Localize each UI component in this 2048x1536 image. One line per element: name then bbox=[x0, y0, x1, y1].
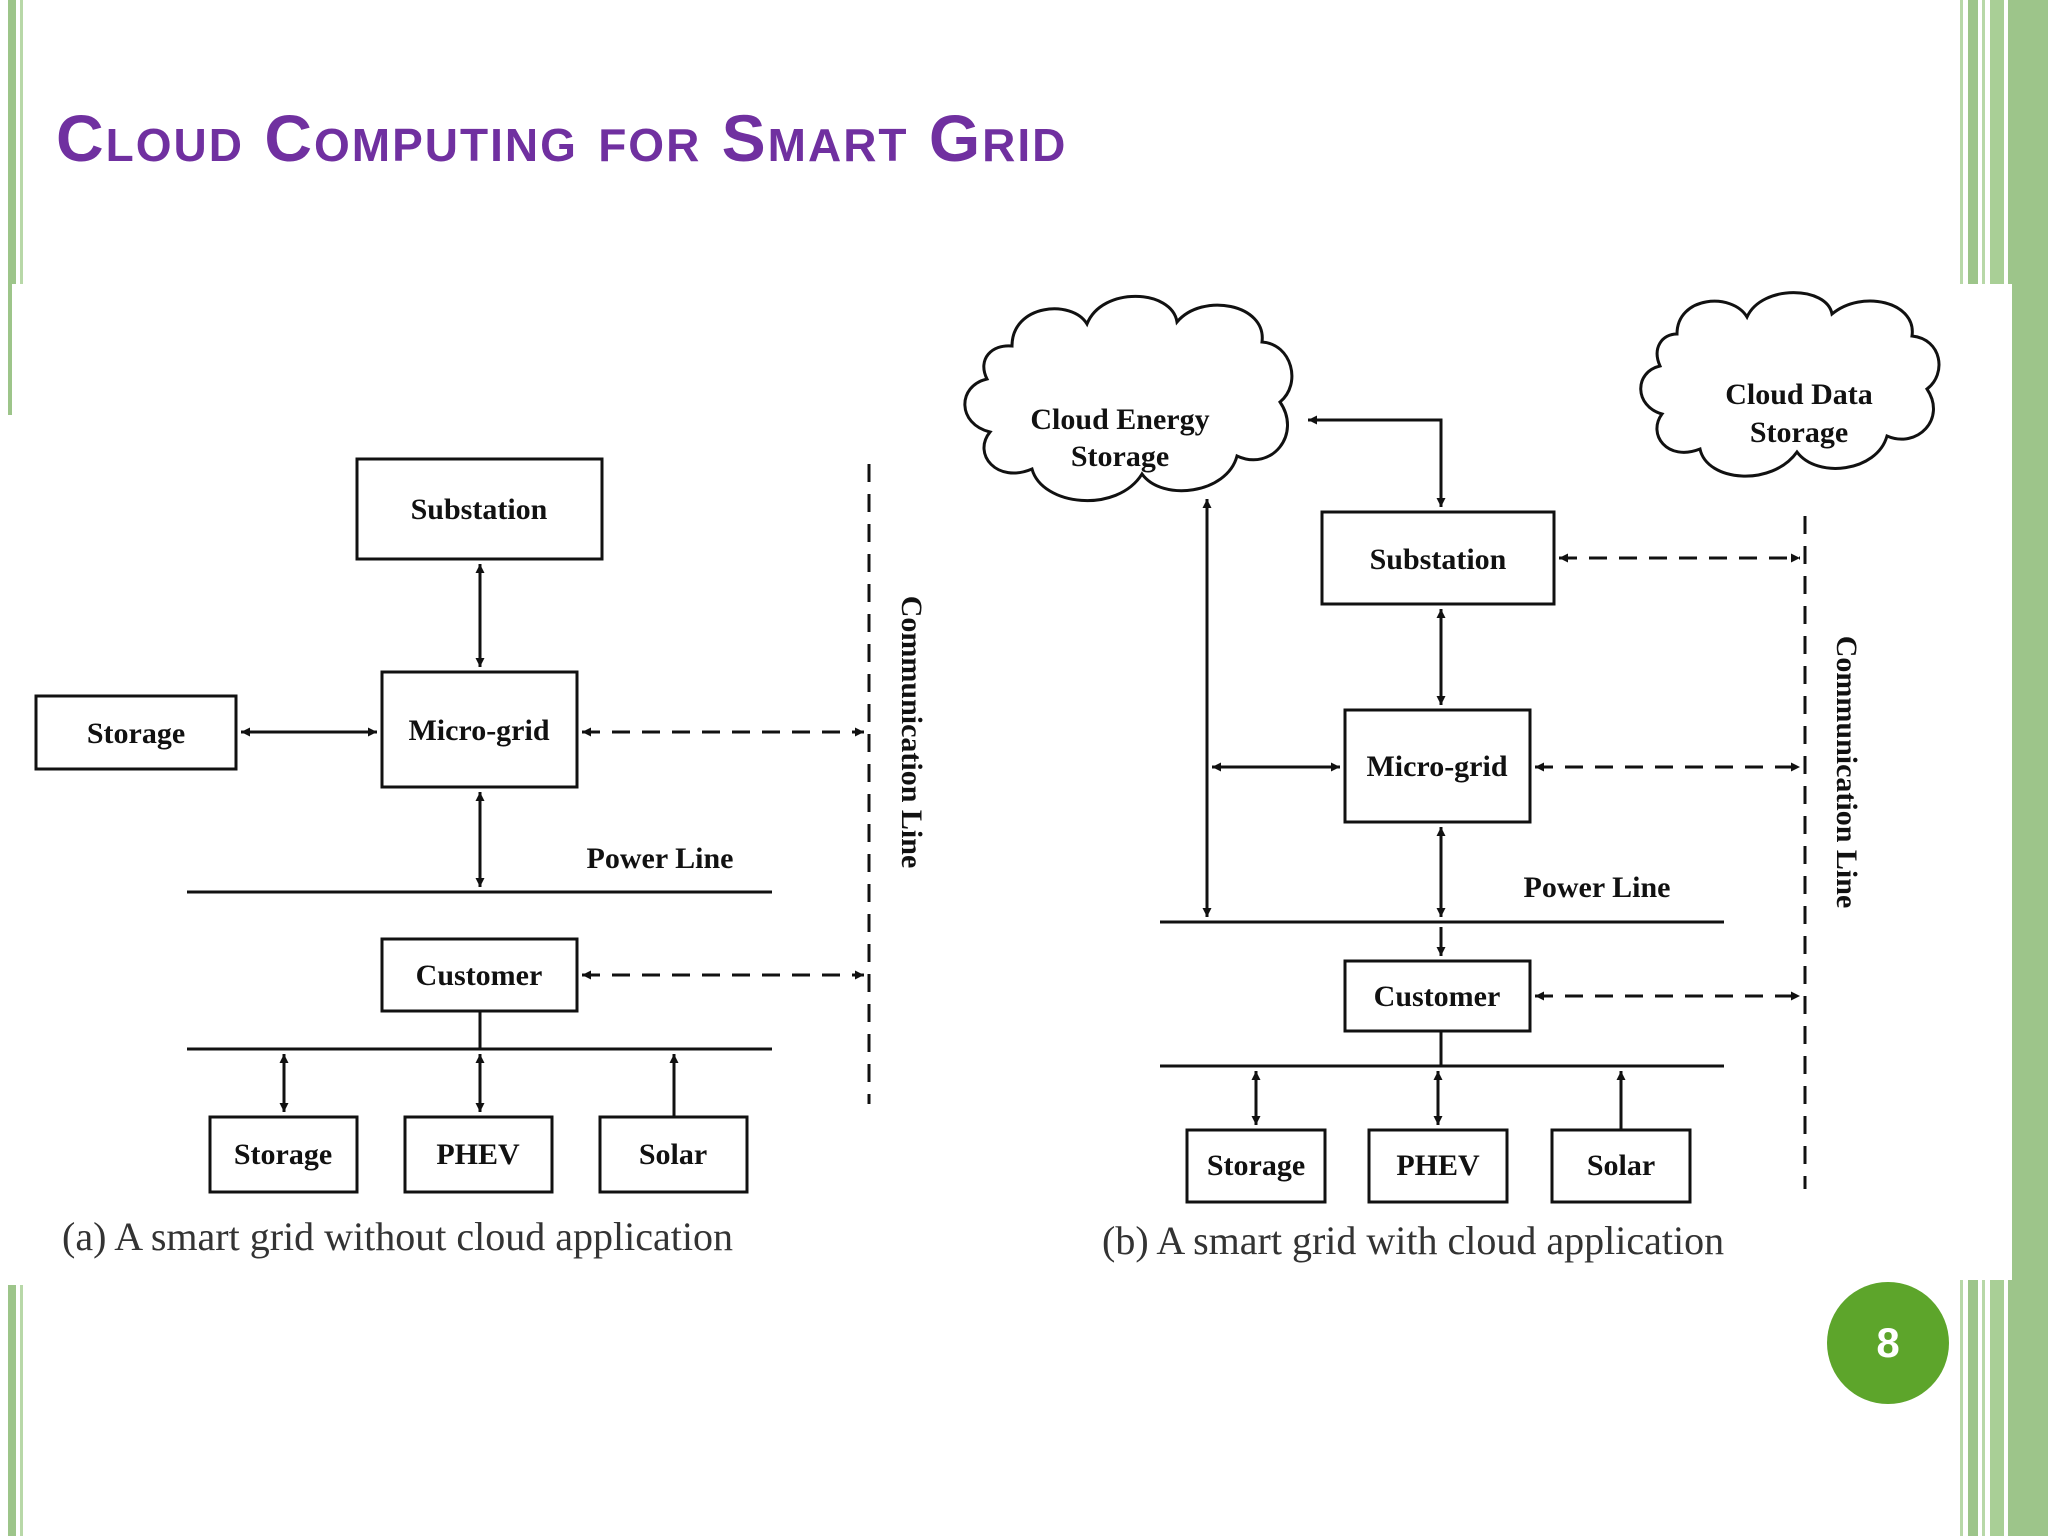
left-stripe-thin-top bbox=[20, 0, 23, 415]
figure-panel: Substation Micro-grid Storage Customer S… bbox=[12, 284, 2012, 1280]
a-phev-box bbox=[403, 1115, 554, 1194]
a-power-line-label: Power Line bbox=[587, 842, 734, 875]
left-border-decoration bbox=[8, 0, 23, 1536]
b-cloud-data-label-2: Storage bbox=[1750, 416, 1848, 449]
b-cloud-energy-label-1: Cloud Energy bbox=[1030, 403, 1209, 436]
left-stripe-thin-bottom bbox=[20, 1285, 23, 1536]
b-cloud-data-label-1: Cloud Data bbox=[1725, 378, 1873, 411]
right-stripe-5 bbox=[2008, 0, 2048, 1536]
a-caption: (a) A smart grid without cloud applicati… bbox=[62, 1214, 733, 1259]
a-storage-main-label: Storage bbox=[87, 717, 185, 750]
b-cloud-energy-shape bbox=[963, 295, 1294, 503]
a-phev-label: PHEV bbox=[436, 1138, 520, 1171]
b-power-line-label: Power Line bbox=[1524, 871, 1671, 904]
b-customer-box bbox=[1343, 959, 1532, 1033]
b-substation-box bbox=[1320, 510, 1556, 606]
b-phev-box bbox=[1367, 1128, 1509, 1204]
a-storage-label: Storage bbox=[234, 1138, 332, 1171]
left-stripe-bottom bbox=[8, 1285, 16, 1536]
smart-grid-diagram: Substation Micro-grid Storage Customer S… bbox=[34, 291, 1941, 1263]
a-microgrid-box bbox=[380, 670, 579, 789]
a-solar-label: Solar bbox=[639, 1138, 707, 1171]
b-cloud-data-shape bbox=[1639, 291, 1941, 478]
a-substation-box bbox=[355, 457, 604, 561]
b-microgrid-label: Micro-grid bbox=[1366, 750, 1507, 783]
a-communication-line-label: Communication Line bbox=[895, 596, 928, 869]
a-customer-label: Customer bbox=[416, 959, 543, 992]
b-storage-box bbox=[1185, 1128, 1327, 1204]
b-customer-label: Customer bbox=[1374, 980, 1501, 1013]
b-arrow-cloud-substation bbox=[1308, 415, 1446, 507]
a-storage-main-box bbox=[34, 694, 238, 771]
b-microgrid-box bbox=[1343, 708, 1532, 824]
slide-title: Cloud Computing for Smart Grid bbox=[56, 101, 1068, 175]
b-phev-label: PHEV bbox=[1396, 1149, 1480, 1182]
page-number: 8 bbox=[1876, 1319, 1900, 1366]
b-caption: (b) A smart grid with cloud application bbox=[1102, 1218, 1724, 1263]
b-solar-label: Solar bbox=[1587, 1149, 1655, 1182]
a-storage-box bbox=[208, 1115, 359, 1194]
b-communication-line-label: Communication Line bbox=[1830, 636, 1863, 909]
a-substation-label: Substation bbox=[411, 493, 548, 526]
a-microgrid-label: Micro-grid bbox=[408, 714, 549, 747]
page-number-badge: 8 bbox=[1827, 1282, 1949, 1404]
b-cloud-energy-label-2: Storage bbox=[1071, 440, 1169, 473]
left-stripe-top bbox=[8, 0, 16, 415]
b-substation-label: Substation bbox=[1370, 543, 1507, 576]
b-storage-label: Storage bbox=[1207, 1149, 1305, 1182]
